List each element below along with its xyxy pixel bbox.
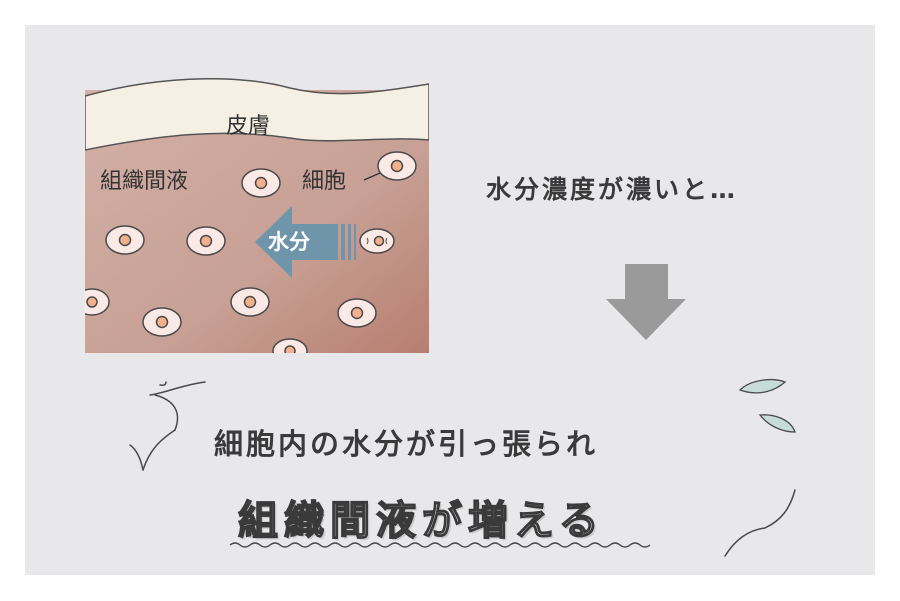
water-drop-icon xyxy=(758,414,796,433)
cell xyxy=(337,298,377,328)
cell xyxy=(241,168,281,198)
cell-label: 細胞 xyxy=(302,169,347,194)
water-drop-icon xyxy=(738,379,787,394)
cell-shrinking xyxy=(359,228,395,254)
decorative-lines-left xyxy=(129,381,206,471)
left-arrow-icon xyxy=(255,206,356,278)
pulled-text: 細胞内の水分が引っ張られ xyxy=(214,427,599,461)
water-label: 水分 xyxy=(268,230,310,254)
wave-underline xyxy=(229,542,651,548)
cell xyxy=(186,226,226,256)
skin-layer xyxy=(85,77,429,151)
cell xyxy=(105,225,145,255)
cell xyxy=(142,307,182,337)
cell xyxy=(272,338,308,353)
result-heading: 組織間液が増える xyxy=(237,497,605,545)
cell xyxy=(377,151,417,181)
down-arrow-icon xyxy=(606,264,686,340)
concentration-text: 水分濃度が濃いと… xyxy=(486,175,739,204)
cell xyxy=(85,288,110,316)
cell-pointer-line xyxy=(363,172,381,181)
cell-group xyxy=(85,151,417,353)
interstitial-fluid-label: 組織間液 xyxy=(100,169,189,194)
decorative-lines-right xyxy=(724,489,796,557)
cell xyxy=(230,287,270,317)
skin-label: 皮膚 xyxy=(226,114,271,139)
